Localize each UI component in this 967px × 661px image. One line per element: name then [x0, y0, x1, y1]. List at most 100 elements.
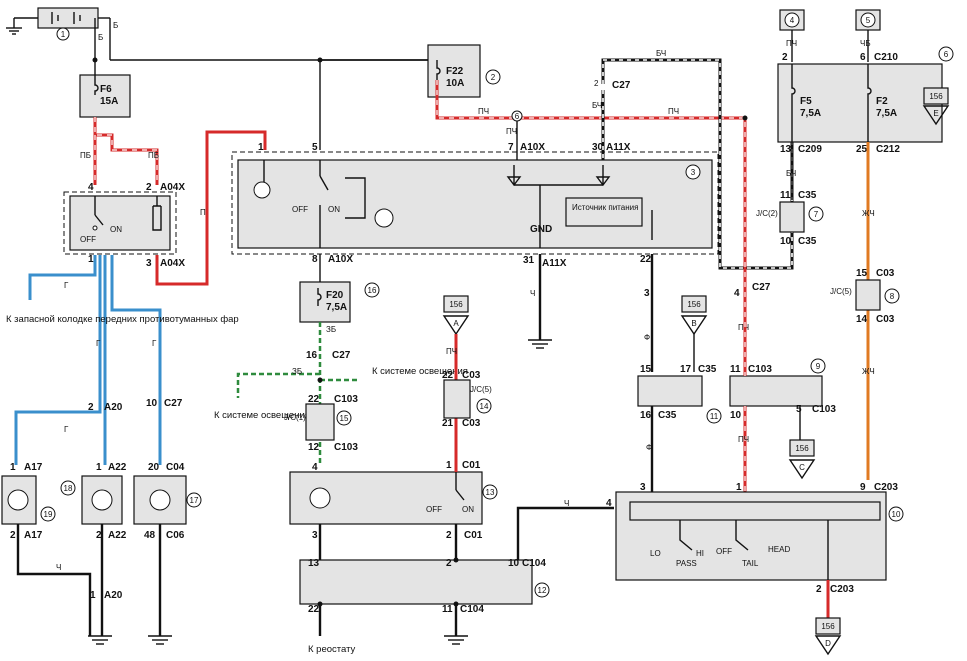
- svg-text:Г: Г: [96, 339, 101, 348]
- svg-text:C27: C27: [612, 80, 631, 91]
- svg-text:ЗБ: ЗБ: [292, 367, 302, 376]
- svg-text:4: 4: [790, 16, 795, 25]
- svg-text:13: 13: [486, 488, 495, 497]
- svg-text:1: 1: [61, 30, 66, 39]
- svg-text:6: 6: [944, 50, 949, 59]
- callout-12: [534, 582, 550, 598]
- callout-2: [485, 69, 501, 85]
- svg-text:17: 17: [680, 364, 692, 375]
- svg-text:C06: C06: [166, 530, 185, 541]
- svg-text:18: 18: [64, 484, 73, 493]
- svg-text:156: 156: [929, 92, 943, 101]
- svg-text:ЗБ: ЗБ: [326, 325, 336, 334]
- svg-text:ПЧ: ПЧ: [506, 127, 517, 136]
- svg-text:C104: C104: [460, 604, 484, 615]
- svg-text:22: 22: [308, 394, 320, 405]
- svg-text:13: 13: [780, 144, 792, 155]
- svg-text:20: 20: [148, 462, 160, 473]
- svg-text:10: 10: [892, 510, 901, 519]
- svg-text:6: 6: [860, 52, 866, 63]
- svg-text:4: 4: [606, 498, 612, 509]
- svg-text:ON: ON: [328, 205, 340, 214]
- svg-text:Г: Г: [64, 281, 69, 290]
- svg-text:OFF: OFF: [80, 235, 96, 244]
- svg-text:25: 25: [856, 144, 868, 155]
- svg-text:48: 48: [144, 530, 156, 541]
- svg-text:C: C: [799, 463, 805, 472]
- svg-text:БЧ: БЧ: [786, 169, 796, 178]
- power-source-box: [565, 197, 643, 227]
- svg-text:4: 4: [734, 288, 740, 299]
- svg-text:12: 12: [538, 586, 547, 595]
- svg-text:F22: F22: [446, 66, 464, 77]
- svg-text:C203: C203: [830, 584, 854, 595]
- svg-text:1: 1: [446, 460, 452, 471]
- svg-text:4: 4: [312, 462, 318, 473]
- svg-text:C03: C03: [462, 418, 481, 429]
- svg-text:БЧ: БЧ: [592, 101, 602, 110]
- svg-text:F6: F6: [100, 84, 112, 95]
- svg-text:J/C(5): J/C(5): [830, 287, 852, 296]
- svg-text:C103: C103: [334, 442, 358, 453]
- svg-text:5: 5: [866, 16, 871, 25]
- svg-text:4: 4: [88, 182, 94, 193]
- callout-13: [482, 484, 498, 500]
- svg-text:J/C(1): J/C(1): [284, 413, 306, 422]
- svg-text:1: 1: [736, 482, 742, 493]
- svg-text:156: 156: [795, 444, 809, 453]
- svg-text:10: 10: [780, 236, 792, 247]
- svg-text:15: 15: [856, 268, 868, 279]
- svg-text:ON: ON: [462, 505, 474, 514]
- svg-text:C35: C35: [798, 190, 817, 201]
- svg-text:F5: F5: [800, 96, 812, 107]
- svg-text:C04: C04: [166, 462, 185, 473]
- svg-text:9: 9: [816, 362, 821, 371]
- svg-text:2: 2: [594, 79, 599, 88]
- svg-text:Ч: Ч: [530, 289, 535, 298]
- svg-text:A: A: [453, 319, 459, 328]
- svg-text:HI: HI: [696, 549, 704, 558]
- svg-text:Ф: Ф: [644, 333, 650, 342]
- relay-a04x: 4 2 A04X OFF ON 1 3 A04X: [63, 182, 185, 269]
- svg-text:C03: C03: [462, 370, 481, 381]
- fuse-f20: F20 7,5A 16: [299, 281, 380, 323]
- svg-text:HEAD: HEAD: [768, 545, 790, 554]
- svg-text:5: 5: [312, 142, 318, 153]
- svg-text:2: 2: [10, 530, 16, 541]
- svg-text:3: 3: [640, 482, 646, 493]
- svg-text:6: 6: [515, 112, 520, 121]
- svg-text:8: 8: [312, 254, 318, 265]
- svg-text:C35: C35: [798, 236, 817, 247]
- svg-text:9: 9: [860, 482, 866, 493]
- svg-text:2: 2: [96, 530, 102, 541]
- svg-text:1: 1: [90, 590, 96, 601]
- lamp-18: 1 A22 18 2 A22: [60, 462, 127, 541]
- connector-block-12: 13 2 10 C104 22 11 C104 12 К реостату: [299, 524, 550, 655]
- jc2-connector: 11 C35 J/C(2) 7 10 C35: [756, 190, 824, 247]
- callout-15: [336, 410, 352, 426]
- svg-text:15: 15: [340, 414, 349, 423]
- svg-text:F2: F2: [876, 96, 888, 107]
- svg-text:A10X: A10X: [328, 254, 353, 265]
- svg-text:2: 2: [146, 182, 152, 193]
- svg-text:A22: A22: [108, 530, 127, 541]
- svg-text:C209: C209: [798, 144, 822, 155]
- fuse-box-6: 2 6 C210 6 F5 7,5A F2 7,5A 156 E 13 C209…: [777, 46, 954, 155]
- ref-156-b: 156 B: [680, 295, 708, 372]
- svg-text:2: 2: [446, 530, 452, 541]
- svg-text:C103: C103: [748, 364, 772, 375]
- svg-text:ПЧ: ПЧ: [738, 435, 749, 444]
- left-grounds: 1 A20 Ч: [16, 524, 172, 645]
- lamp-17: 20 C04 17 48 C06: [133, 462, 202, 541]
- svg-text:П: П: [200, 208, 206, 217]
- svg-text:A17: A17: [24, 462, 43, 473]
- svg-text:A22: A22: [108, 462, 127, 473]
- svg-text:17: 17: [190, 496, 199, 505]
- svg-text:1: 1: [96, 462, 102, 473]
- svg-text:11: 11: [780, 190, 791, 201]
- svg-text:ЖЧ: ЖЧ: [862, 367, 875, 376]
- callout-3: [685, 164, 701, 180]
- svg-text:J/C(5): J/C(5): [470, 385, 492, 394]
- svg-text:Г: Г: [152, 339, 157, 348]
- headlight-switch: 3 1 9 C203 4 10 LO HI PASS OFF HEAD TAIL…: [606, 482, 904, 595]
